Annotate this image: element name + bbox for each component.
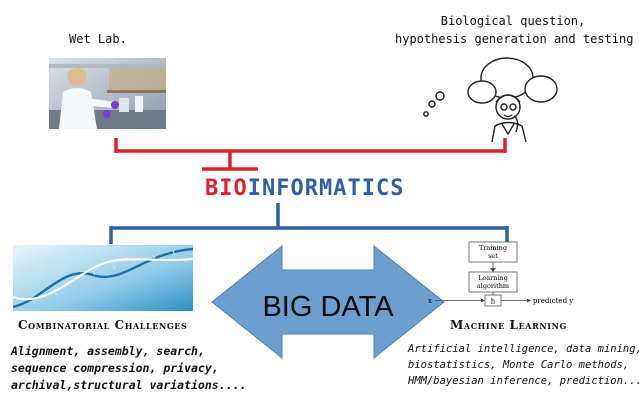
combo-line: Alignment, assembly, search, bbox=[11, 344, 205, 358]
output-label: predicted y bbox=[533, 297, 573, 305]
input-label: x bbox=[428, 297, 432, 305]
combo-line: sequence compression, privacy, bbox=[11, 361, 219, 375]
learning-flow-diagram: Training set Learning algorithm h x pred… bbox=[428, 241, 573, 307]
biological-question-label: Biological question, hypothesis generati… bbox=[395, 12, 634, 48]
training-set-line: Training bbox=[479, 244, 507, 252]
hypothesis-label: h bbox=[491, 298, 496, 306]
dna-helix-image bbox=[13, 245, 193, 311]
machine-learning-text: Artificial intelligence, data mining, bi… bbox=[408, 341, 639, 389]
ml-line: HMM/bayesian inference, prediction... bbox=[408, 375, 639, 387]
bioinformatics-title: BIOINFORMATICS bbox=[205, 176, 404, 201]
thinking-person-icon bbox=[410, 52, 560, 143]
combinatorial-challenges-title: Combinatorial Challenges bbox=[18, 318, 188, 332]
combo-line: archival,structural variations.... bbox=[11, 378, 247, 392]
red-bracket bbox=[114, 138, 507, 171]
title-informatics: INFORMATICS bbox=[247, 176, 405, 201]
blue-bracket bbox=[109, 203, 509, 244]
big-data-label: BIG DATA bbox=[262, 291, 394, 323]
training-set-line: set bbox=[488, 252, 498, 260]
learning-algorithm-line: algorithm bbox=[477, 282, 509, 290]
question-line: Biological question, bbox=[440, 14, 586, 28]
wet-lab-label: Wet Lab. bbox=[69, 32, 127, 46]
ml-line: biostatistics, Monte Carlo methods, bbox=[408, 359, 630, 371]
big-data-arrow bbox=[211, 244, 445, 360]
title-bio: BIO bbox=[205, 176, 248, 201]
combinatorial-challenges-text: Alignment, assembly, search, sequence co… bbox=[11, 343, 246, 394]
scientist-photo bbox=[49, 58, 166, 129]
machine-learning-title: Machine Learning bbox=[450, 318, 567, 332]
learning-algorithm-line: Learning bbox=[478, 274, 508, 282]
question-line: hypothesis generation and testing bbox=[395, 32, 634, 46]
ml-line: Artificial intelligence, data mining, bbox=[408, 343, 639, 355]
